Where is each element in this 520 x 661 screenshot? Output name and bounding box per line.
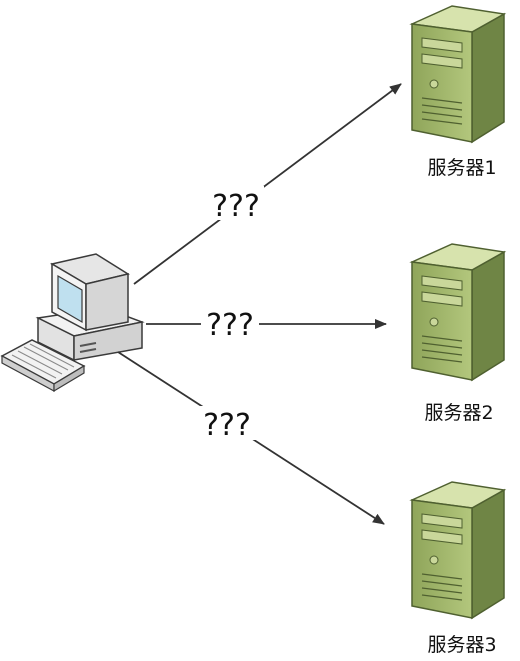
server-label-2: 服务器2	[424, 402, 493, 424]
server-1: 服务器1	[411, 5, 505, 179]
keyboard-icon	[0, 339, 86, 393]
server-tower-icon	[411, 481, 505, 619]
edge-label-1: ???	[212, 189, 260, 224]
server-tower-icon	[411, 243, 505, 381]
monitor-icon	[49, 253, 130, 332]
edge-label-2: ???	[206, 308, 254, 343]
connections	[117, 83, 402, 525]
server-3: 服务器3	[411, 481, 505, 656]
edge-labels: ??? ??? ???	[198, 186, 264, 443]
edge-label-3: ???	[203, 408, 251, 443]
connection-line-1	[133, 83, 402, 285]
server-label-1: 服务器1	[427, 157, 496, 179]
server-label-3: 服务器3	[427, 634, 496, 656]
server-tower-icon	[411, 5, 505, 143]
server-2: 服务器2	[411, 243, 505, 424]
desktop-computer-icon	[0, 253, 145, 393]
